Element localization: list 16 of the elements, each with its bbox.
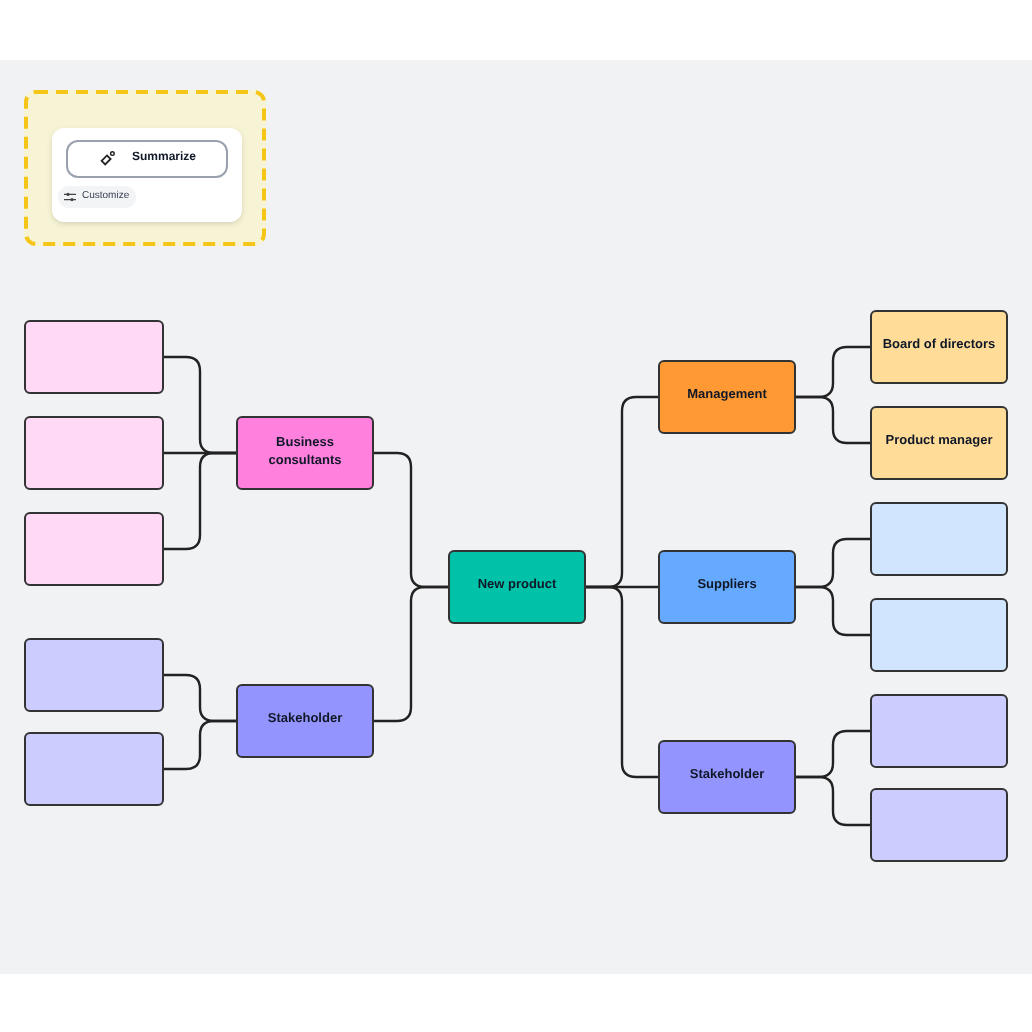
empty-box <box>870 598 1008 672</box>
empty-box <box>24 732 164 806</box>
connector-line <box>586 585 658 779</box>
connector-line <box>164 451 236 551</box>
connector-line <box>796 395 870 445</box>
empty-box <box>24 512 164 586</box>
empty-box <box>870 788 1008 862</box>
connector-line <box>796 775 870 827</box>
empty-box <box>870 694 1008 768</box>
empty-box <box>870 502 1008 576</box>
empty-box <box>24 416 164 490</box>
connector-line <box>796 585 870 637</box>
empty-box <box>24 638 164 712</box>
connector-line <box>374 585 448 723</box>
connector-line <box>164 719 236 771</box>
empty-box <box>24 320 164 394</box>
